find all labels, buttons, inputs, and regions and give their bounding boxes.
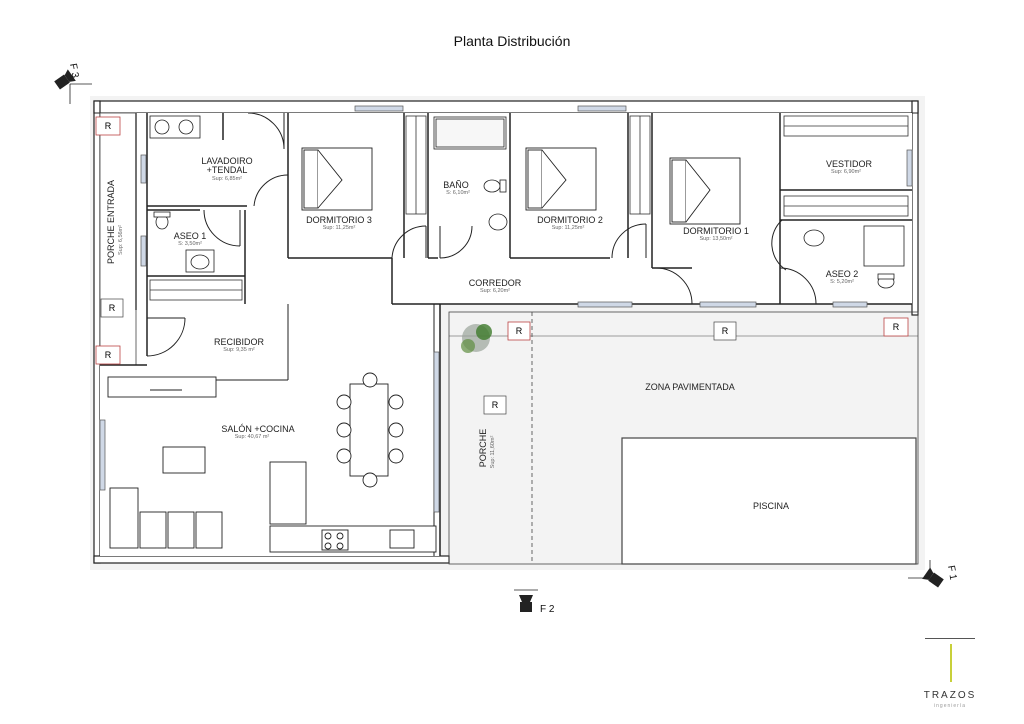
room-area: S: 3,50m² [178,241,202,247]
porche-entrada-area [99,112,137,366]
logo-name: TRAZOS [923,690,977,701]
camera-f3: F 3 [54,63,92,104]
registro-marker: R [95,116,121,136]
room-label: DORMITORIO 2 [537,215,603,225]
camera-icon [54,69,76,90]
room-area: S: 6,10m² [446,190,470,196]
room-label: ASEO 1 [174,231,207,241]
trazos-logo: TRAZOS ingeniería [918,638,982,710]
room-area: Sup: 6,56m² [118,225,124,255]
room-label: VESTIDOR [826,159,873,169]
room-label: LAVADOIRO [201,156,252,166]
svg-text:R: R [893,322,900,332]
camera-icon [922,567,944,588]
room-label: PORCHE ENTRADA [106,180,116,264]
room-label: DORMITORIO 1 [683,226,749,236]
room-label: +TENDAL [207,165,248,175]
room-area: Sup: 9,35 m² [223,347,255,353]
room-label: BAÑO [443,180,469,190]
wardrobes [149,115,909,301]
room-label: CORREDOR [469,278,522,288]
windows [99,105,913,513]
room-labels: LAVADOIRO +TENDAL Sup: 6,85m² ASEO 1 S: … [174,156,873,511]
room-label: PORCHE [478,429,488,468]
registro-marker: R [100,298,124,318]
registro-marker: R [507,321,531,341]
room-area: Sup: 11,25m² [323,225,356,231]
svg-text:R: R [109,303,116,313]
room-area: Sup: 6,20m² [480,288,510,294]
room-label: ASEO 2 [826,269,859,279]
logo-subtitle: ingeniería [934,703,966,709]
registro-marker: R [713,321,737,341]
room-label: RECIBIDOR [214,337,265,347]
svg-text:R: R [722,326,729,336]
room-area: Sup: 13,50m² [699,236,732,242]
room-area: Sup: 11,60m² [490,436,496,469]
beds [301,147,741,225]
exterior-zones [448,311,919,565]
room-area: Sup: 40,67 m² [235,434,270,440]
room-area: Sup: 6,90m² [831,169,861,175]
svg-text:R: R [105,350,112,360]
zone-label: ZONA PAVIMENTADA [645,382,735,392]
room-area: Sup: 6,85m² [212,176,242,182]
room-area: S: 5,20m² [830,279,854,285]
camera-label: F 2 [540,604,555,615]
camera-label: F 3 [67,63,80,80]
room-label: SALÓN +COCINA [221,424,294,434]
registro-markers: R R R R R R R [95,116,909,415]
vertical-labels: PORCHE ENTRADA Sup: 6,56m² PORCHE Sup: 1… [106,180,496,468]
camera-f2: F 2 [514,589,555,615]
svg-text:R: R [492,400,499,410]
svg-text:R: R [105,121,112,131]
camera-label: F 1 [945,565,958,582]
room-area: Sup: 11,25m² [552,225,585,231]
registro-marker: R [483,395,507,415]
page-title: Planta Distribución [453,33,571,49]
plant-icon [461,324,492,353]
logo-top-bar [925,638,975,639]
camera-f1: F 1 [908,560,958,588]
fixtures [149,115,905,289]
living-furniture [107,372,437,553]
zone-label: PISCINA [753,501,789,511]
svg-text:R: R [516,326,523,336]
doors [146,112,817,357]
registro-marker: R [883,317,909,337]
registro-marker: R [95,345,121,365]
logo-accent-line [950,644,952,682]
camera-icon [519,595,533,612]
room-label: DORMITORIO 3 [306,215,372,225]
